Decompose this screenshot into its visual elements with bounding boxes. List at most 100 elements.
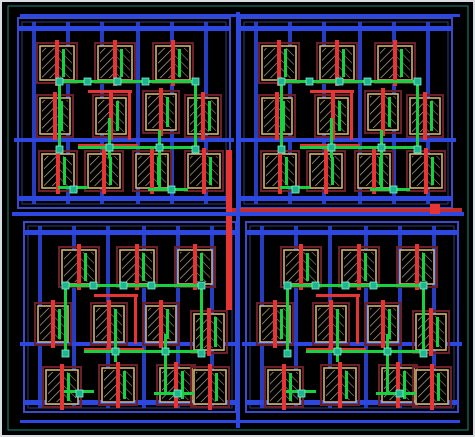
nmos-bot-1-gate (102, 148, 106, 194)
nmos-bot-1-m2-strap (331, 157, 334, 185)
nmos-bot-2-gate (174, 362, 178, 408)
pmos-top-2-gate (415, 244, 419, 290)
die-boundary (7, 5, 469, 431)
pmos-top-2-m2-strap (400, 49, 403, 77)
nmos-mid-0-m2-strap (60, 101, 63, 131)
pmos-top-1-gate (135, 244, 139, 290)
contact-4 (191, 77, 200, 86)
contact-2 (341, 281, 350, 290)
pmos-top-0-diff-right (81, 252, 94, 282)
pmos-top-2-diff-right (419, 252, 432, 282)
nmos-mid-0-diff-left (42, 100, 53, 132)
pmos-top-1-gate (335, 40, 339, 86)
vdd-rail (24, 230, 236, 235)
poly-link-a (88, 90, 132, 93)
contact-3 (147, 281, 156, 290)
pmos-top-1-diff-right (117, 48, 130, 78)
pmos-top-2-m2-strap (178, 49, 181, 77)
metal2-route-3 (422, 284, 425, 354)
nmos-bot-0-gate (56, 148, 60, 194)
pmos-top-0-diff-left (286, 252, 299, 282)
nmos-mid-0-gate (273, 300, 277, 348)
layout-cell-bottom-right[interactable] (242, 221, 462, 413)
nmos-bot-0-diff-left (48, 372, 60, 402)
nmos-bot-2-m2-strap (403, 371, 406, 399)
metal2-route-0 (64, 284, 204, 287)
intercell-poly-spine (226, 150, 232, 310)
corner-pad (430, 204, 440, 214)
poly-link-b (356, 294, 359, 344)
nmos-mid-0-m2-strap (280, 309, 283, 339)
contact-10 (173, 389, 182, 398)
metal2-route-4 (330, 118, 333, 158)
top-rail (20, 14, 460, 17)
contact-8 (413, 145, 422, 154)
contact-6 (105, 143, 114, 152)
nmos-mid-0-m2-strap (58, 309, 61, 339)
metal2-route-4 (114, 322, 117, 362)
layout-cell-top-right[interactable] (236, 17, 456, 209)
pmos-top-0-diff-left (42, 48, 55, 78)
metal2-route-2 (300, 146, 420, 149)
metal1-trunk-1 (72, 226, 76, 408)
contact-9 (297, 389, 306, 398)
nmos-mid-0-gate (275, 92, 279, 140)
layout-cell-top-left[interactable] (14, 17, 234, 209)
layout-cell-bottom-left[interactable] (20, 221, 240, 413)
nmos-bot-0-diff-left (266, 156, 278, 186)
nmos-bot-3-m2-strap (431, 157, 434, 185)
contact-3 (369, 281, 378, 290)
nmos-bot-3-gate (208, 364, 212, 410)
nmos-bot-3-m2-strap (209, 157, 212, 185)
pmos-top-2-diff-left (180, 252, 193, 282)
nmos-bot-0-diff-left (270, 372, 282, 402)
gnd-rail (240, 196, 452, 201)
poly-link-b (134, 294, 137, 344)
metal1-bus (20, 342, 240, 346)
contact-10 (395, 389, 404, 398)
contact-5 (283, 349, 292, 358)
nmos-mid-1-gate (331, 92, 335, 140)
pmos-top-1-gate (357, 244, 361, 290)
pmos-top-2-m2-strap (200, 253, 203, 281)
nwell-outline (21, 21, 227, 205)
nmos-bot-0-m2-strap (63, 157, 66, 185)
nmos-mid-1-diff-left (320, 100, 331, 132)
pmos-top-1-m2-strap (142, 253, 145, 281)
poly-link-b (128, 90, 131, 140)
nmos-mid-2-diff-left (370, 96, 381, 128)
nmos-bot-2-diff-left (162, 370, 174, 400)
nmos-bot-1-m2-strap (109, 157, 112, 185)
metal2-route-2 (78, 146, 198, 149)
pmos-top-2-diff-left (158, 48, 171, 78)
contact-7 (383, 347, 392, 356)
nmos-bot-2-diff-left (384, 370, 396, 400)
nmos-bot-0-m2-strap (67, 373, 70, 401)
contact-0 (61, 281, 70, 290)
nmos-mid-0-m2-strap (282, 101, 285, 131)
pmos-top-0-diff-right (59, 48, 72, 78)
metal2-route-1 (64, 284, 67, 354)
pmos-top-1-m2-strap (364, 253, 367, 281)
pmos-top-0-gate (77, 244, 81, 290)
nmos-bot-2-diff-left (360, 156, 372, 186)
nmos-mid-1-gate (109, 92, 113, 140)
contact-1 (89, 281, 98, 290)
contact-7 (161, 347, 170, 356)
nmos-bot-0-gate (60, 364, 64, 410)
pmos-top-0-m2-strap (306, 253, 309, 281)
contact-5 (55, 145, 64, 154)
contact-4 (413, 77, 422, 86)
poly-link-a (316, 294, 360, 297)
contact-9 (75, 389, 84, 398)
metal2-route-0 (58, 80, 198, 83)
poly-link-a (310, 90, 354, 93)
pmos-top-0-gate (299, 244, 303, 290)
nmos-bot-0-diff-left (44, 156, 56, 186)
nmos-mid-3-gate (207, 308, 211, 356)
contact-0 (277, 77, 286, 86)
pmos-top-2-gate (171, 40, 175, 86)
contact-2 (119, 281, 128, 290)
